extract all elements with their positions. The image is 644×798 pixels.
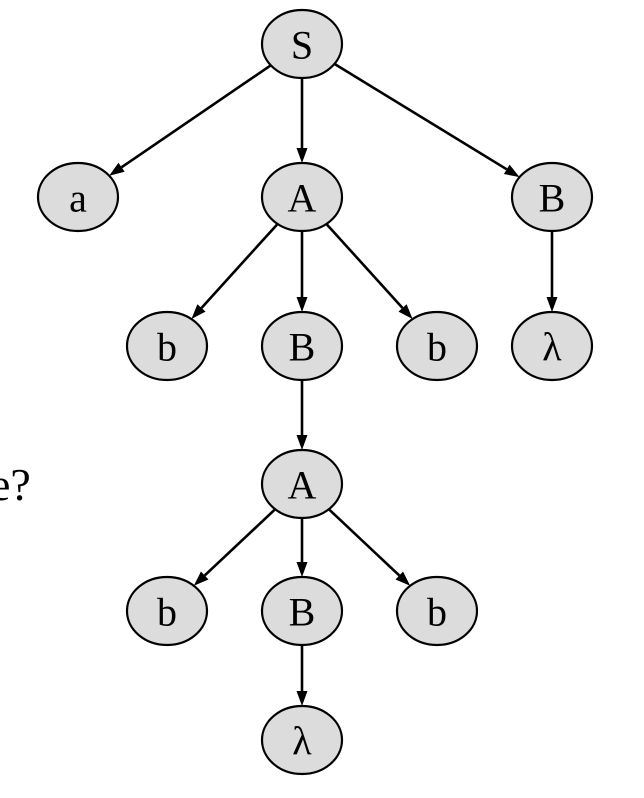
edge-arrowhead-icon <box>296 691 308 706</box>
tree-node[interactable]: b <box>395 310 479 382</box>
tree-node-label: a <box>69 176 87 221</box>
clipped-question-text: e? <box>0 459 31 510</box>
tree-node-label: b <box>157 325 177 370</box>
tree-node-shape <box>260 704 344 776</box>
tree-edge <box>120 64 272 169</box>
tree-edge <box>333 62 508 171</box>
tree-node-label: A <box>288 463 317 508</box>
tree-node[interactable]: B <box>510 161 594 233</box>
tree-edge <box>200 223 279 309</box>
tree-node-shape <box>260 310 344 382</box>
tree-node[interactable]: B <box>260 310 344 382</box>
tree-node[interactable]: b <box>395 575 479 647</box>
tree-node-label: B <box>289 590 316 635</box>
edge-arrowhead-icon <box>503 164 520 178</box>
tree-edge <box>203 508 277 577</box>
tree-node-label: b <box>427 590 447 635</box>
edge-arrowhead-icon <box>109 162 125 176</box>
tree-node[interactable]: b <box>125 575 209 647</box>
tree-node-label: λ <box>292 719 312 764</box>
edge-arrowhead-icon <box>296 148 308 163</box>
edge-arrowhead-icon <box>296 562 308 577</box>
tree-edge <box>325 223 404 309</box>
tree-node-shape <box>260 575 344 647</box>
tree-node-label: A <box>288 176 317 221</box>
tree-node[interactable]: a <box>36 161 120 233</box>
tree-node-shape <box>260 161 344 233</box>
tree-node-shape <box>125 310 209 382</box>
tree-node[interactable]: A <box>260 448 344 520</box>
edge-layer <box>109 62 558 706</box>
tree-node-shape <box>260 8 344 80</box>
edge-arrowhead-icon <box>546 297 558 312</box>
tree-node-label: S <box>291 23 313 68</box>
tree-node-label: b <box>427 325 447 370</box>
tree-node[interactable]: S <box>260 8 344 80</box>
tree-node-shape <box>125 575 209 647</box>
tree-node[interactable]: b <box>125 310 209 382</box>
edge-arrowhead-icon <box>193 571 209 586</box>
tree-node[interactable]: λ <box>510 310 594 382</box>
tree-node-label: B <box>539 176 566 221</box>
edge-arrowhead-icon <box>296 297 308 312</box>
tree-edge <box>327 508 401 577</box>
tree-node-shape <box>510 161 594 233</box>
tree-node-shape <box>395 575 479 647</box>
tree-node[interactable]: A <box>260 161 344 233</box>
tree-node[interactable]: B <box>260 575 344 647</box>
tree-node-label: b <box>157 590 177 635</box>
edge-arrowhead-icon <box>296 435 308 450</box>
edge-arrowhead-icon <box>395 571 411 586</box>
tree-node-shape <box>260 448 344 520</box>
tree-node-label: λ <box>542 325 562 370</box>
edge-arrowhead-icon <box>398 304 413 320</box>
tree-node-shape <box>510 310 594 382</box>
tree-node-label: B <box>289 325 316 370</box>
edge-arrowhead-icon <box>191 304 206 320</box>
tree-node-shape <box>36 161 120 233</box>
tree-node-shape <box>395 310 479 382</box>
tree-node[interactable]: λ <box>260 704 344 776</box>
